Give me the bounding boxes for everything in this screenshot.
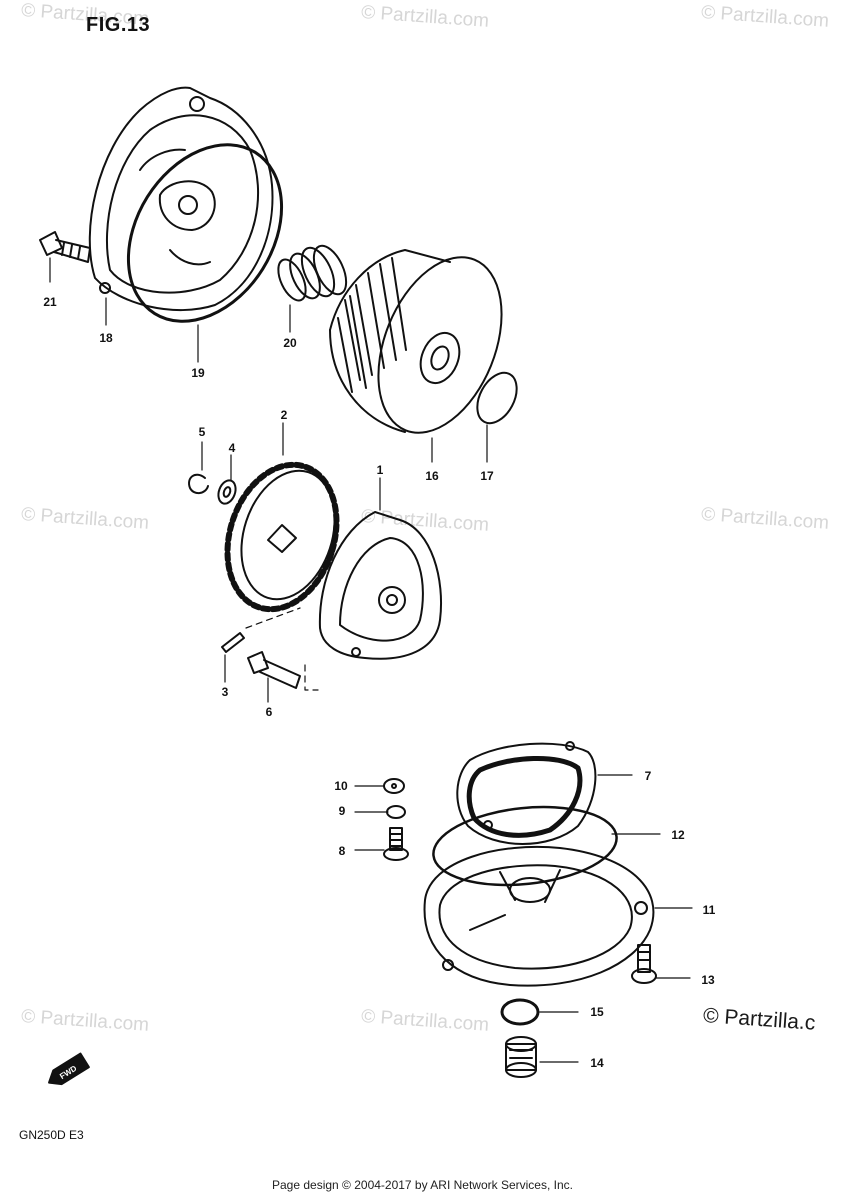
part-14-drain-plug bbox=[505, 1036, 537, 1078]
callout-12: 12 bbox=[671, 828, 685, 842]
callout-21: 21 bbox=[43, 295, 57, 309]
part-20-spring bbox=[277, 244, 348, 302]
callout-15: 15 bbox=[590, 1005, 604, 1019]
callout-4: 4 bbox=[228, 441, 236, 455]
page-footer: Page design © 2004-2017 by ARI Network S… bbox=[271, 1178, 573, 1192]
callout-16: 16 bbox=[425, 469, 439, 483]
part-11-cover bbox=[423, 845, 655, 987]
callout-6: 6 bbox=[265, 705, 273, 719]
callout-10: 10 bbox=[334, 779, 348, 793]
part-10-washer bbox=[383, 778, 405, 794]
callout-14: 14 bbox=[590, 1056, 604, 1070]
callout-5: 5 bbox=[198, 425, 206, 439]
part-4-washer bbox=[217, 479, 237, 505]
part-2-gear bbox=[224, 461, 340, 613]
part-1-oil-pump bbox=[318, 511, 442, 660]
part-18-filter-cover bbox=[88, 86, 274, 312]
part-12-o-ring bbox=[432, 805, 618, 887]
part-6-bolt bbox=[247, 651, 301, 689]
callout-8: 8 bbox=[338, 844, 346, 858]
callout-20: 20 bbox=[283, 336, 297, 350]
callout-18: 18 bbox=[99, 331, 113, 345]
part-13-bolt bbox=[631, 944, 657, 984]
callout-9: 9 bbox=[338, 804, 346, 818]
callout-13: 13 bbox=[701, 973, 715, 987]
part-8-screw bbox=[383, 827, 409, 861]
callout-11: 11 bbox=[702, 903, 716, 917]
model-code: GN250D E3 bbox=[19, 1128, 84, 1142]
part-9-washer bbox=[386, 805, 406, 819]
part-3-pin bbox=[221, 632, 245, 653]
fwd-arrow bbox=[48, 1052, 90, 1086]
callout-19: 19 bbox=[191, 366, 205, 380]
part-5-circlip bbox=[188, 473, 209, 494]
part-16-oil-filter bbox=[329, 249, 503, 434]
part-17-o-ring bbox=[476, 371, 518, 425]
figure-title: FIG.13 bbox=[86, 14, 151, 36]
callout-3: 3 bbox=[221, 685, 229, 699]
part-21-bolt bbox=[39, 231, 91, 263]
part-15-washer bbox=[500, 998, 540, 1026]
callout-17: 17 bbox=[480, 469, 494, 483]
part-19-o-ring bbox=[126, 143, 284, 323]
callout-1: 1 bbox=[376, 463, 384, 477]
callout-2: 2 bbox=[280, 408, 288, 422]
callout-7: 7 bbox=[644, 769, 652, 783]
part-7-gasket bbox=[456, 741, 597, 845]
